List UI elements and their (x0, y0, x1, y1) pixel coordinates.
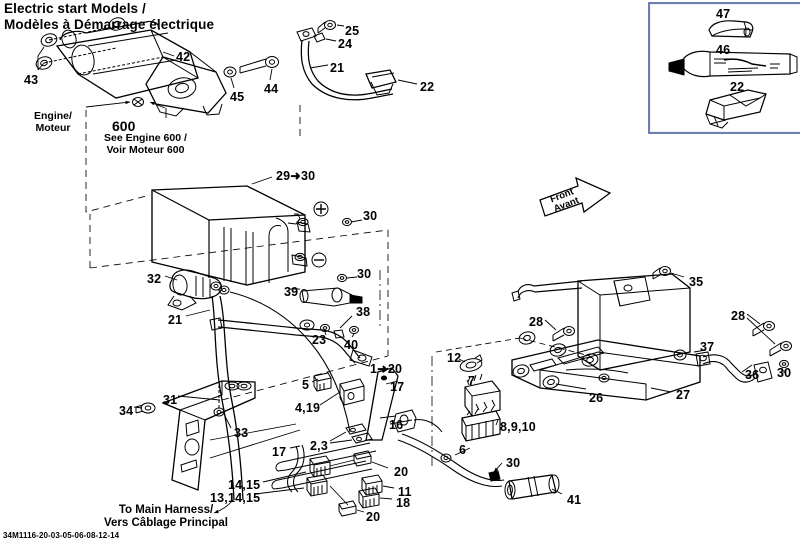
engine-label: Engine/ Moteur (34, 110, 72, 134)
battery-cable-upper (296, 20, 397, 101)
callout-c43: 43 (24, 73, 39, 87)
inset-detail-box (648, 2, 800, 134)
callout-c5: 5 (302, 378, 310, 392)
battery (151, 185, 352, 286)
callout-c131415: 13,14,15 (210, 491, 261, 505)
part-39-boot (299, 287, 363, 307)
callout-c28a: 28 (529, 315, 544, 329)
callout-c30b: 30 (357, 267, 372, 281)
callout-c6: 6 (459, 443, 467, 457)
title-line-1: Electric start Models / (4, 1, 146, 16)
engine-600-note: See Engine 600 / Voir Moteur 600 (104, 132, 187, 156)
wiring-harness (271, 423, 383, 517)
callout-c21t: 21 (330, 61, 345, 75)
ground-cable-36 (673, 349, 789, 383)
callout-c30a: 30 (363, 209, 378, 223)
callout-c44: 44 (264, 82, 279, 96)
callout-c28b: 28 (731, 309, 746, 323)
support-bracket-31 (135, 380, 256, 491)
callout-c23: 23 (312, 333, 327, 347)
callout-c39: 39 (284, 285, 299, 299)
callout-c20b: 20 (366, 510, 381, 524)
callout-c21m: 21 (168, 313, 183, 327)
title-line-2: Modèles à Démarrage électrique (4, 17, 215, 33)
callout-c38: 38 (356, 305, 371, 319)
callout-c23b: 2,3 (310, 439, 328, 453)
callout-c120: 1➜20 (370, 362, 403, 376)
part-22-holder (705, 89, 767, 129)
starter-motor-assembly (35, 17, 279, 117)
callout-c45: 45 (230, 90, 245, 104)
callout-c42: 42 (176, 50, 191, 64)
callout-c7: 7 (468, 374, 476, 388)
callout-c26: 26 (589, 391, 604, 405)
starter-cable-41 (397, 433, 560, 500)
callout-c37: 37 (700, 340, 715, 354)
callout-c46: 46 (716, 43, 731, 57)
page-title: Electric start Models /Modèles à Démarra… (4, 1, 214, 34)
front-direction-arrow (539, 176, 612, 217)
callout-c33: 33 (234, 426, 249, 440)
callout-c24: 24 (338, 37, 353, 51)
callout-c12: 12 (447, 351, 462, 365)
center-post-17 (313, 367, 443, 441)
callout-c30d: 30 (506, 456, 521, 470)
callout-c41: 41 (567, 493, 582, 507)
callout-c17b: 17 (272, 445, 287, 459)
bolts-28 (552, 321, 792, 357)
callout-c22t: 22 (420, 80, 435, 94)
callout-c25: 25 (345, 24, 360, 38)
part-47-cap (708, 20, 754, 38)
callout-c419: 4,19 (295, 401, 321, 415)
callout-c40: 40 (344, 338, 359, 352)
callout-c32: 32 (147, 272, 162, 286)
callout-c2930: 29➜30 (276, 169, 316, 183)
callout-c34: 34 (119, 404, 134, 418)
callout-c31: 31 (163, 393, 178, 407)
callout-c16: 16 (389, 418, 404, 432)
callout-c17a: 17 (390, 380, 405, 394)
callout-c22i: 22 (730, 80, 745, 94)
engine-600-number: 600 (112, 118, 136, 134)
battery-tray (511, 266, 701, 401)
callout-c8910: 8,9,10 (500, 420, 536, 434)
relay-and-fuse-block (459, 354, 501, 442)
callout-c30c: 30 (777, 366, 792, 380)
callout-c36: 36 (745, 368, 760, 382)
part-46-tube (668, 50, 798, 78)
callout-c47: 47 (716, 7, 731, 21)
drawing-code: 34M1116-20-03-05-06-08-12-14 (3, 531, 120, 540)
callout-c11: 11 (398, 485, 412, 499)
callout-c35: 35 (689, 275, 704, 289)
main-harness-note: To Main Harness/ Vers Câblage Principal (104, 504, 229, 530)
callout-c18: 18 (396, 496, 411, 510)
callout-c1415: 14,15 (228, 478, 261, 492)
callout-c20a: 20 (394, 465, 409, 479)
callout-c27: 27 (676, 388, 691, 402)
ground-strap-38 (209, 317, 373, 367)
